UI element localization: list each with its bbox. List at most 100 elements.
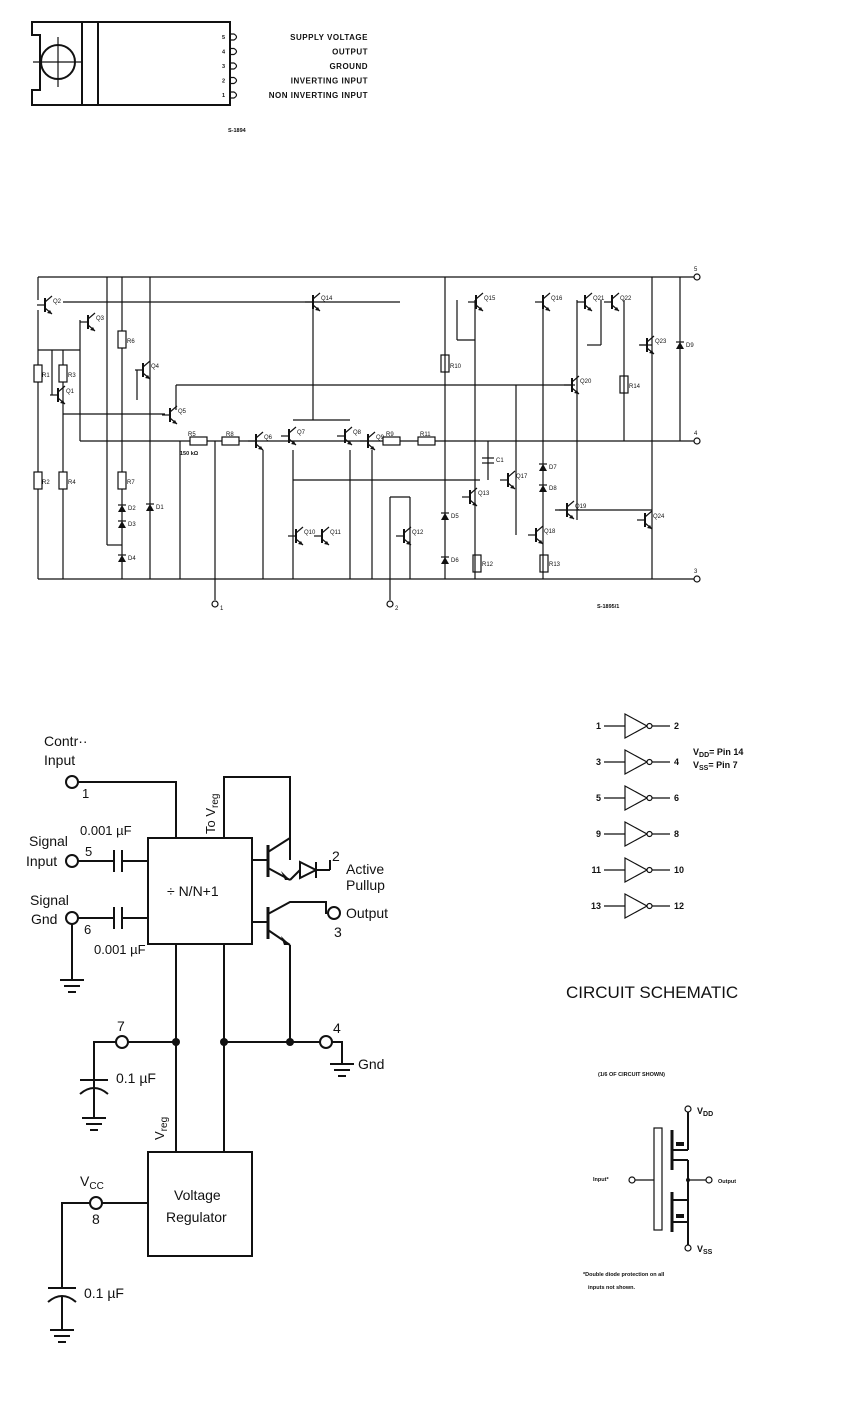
svg-text:D4: D4 — [128, 556, 136, 562]
vss-pin-note: VSS= Pin 7 — [693, 760, 738, 772]
label-r6: R6 — [127, 339, 135, 345]
svg-text:D3: D3 — [128, 522, 136, 528]
pin2-number: 2 — [332, 848, 340, 864]
lead-number: 5 — [222, 35, 225, 41]
transistor-q13: Q13 — [462, 487, 490, 507]
vreg-label: Vreg — [152, 1117, 170, 1140]
control-input-label: Contr·· — [44, 733, 88, 749]
cap8-value: 0.1 µF — [84, 1285, 124, 1301]
transistor-q8: Q8 — [337, 426, 362, 446]
circuit-schematic-title: CIRCUIT SCHEMATIC — [566, 983, 738, 1002]
diode-d1: D1 — [146, 503, 164, 511]
svg-text:5: 5 — [596, 793, 601, 803]
svg-text:Vreg: Vreg — [152, 1117, 170, 1140]
to-vreg-label: To Vreg — [203, 794, 221, 834]
pin3-number: 3 — [334, 924, 342, 940]
circuit-schematic-subtitle: (1/6 OF CIRCUIT SHOWN) — [598, 1072, 665, 1078]
svg-text:10: 10 — [674, 865, 684, 875]
signal-gnd-label-1: Signal — [30, 892, 69, 908]
diode-d5: D5 — [441, 512, 459, 520]
svg-text:Q9: Q9 — [376, 435, 385, 441]
pin2-terminal — [386, 600, 394, 608]
lead-number: 3 — [222, 64, 225, 70]
svg-text:Q11: Q11 — [330, 530, 342, 536]
svg-text:Q10: Q10 — [304, 530, 316, 536]
label-r5: R5 — [188, 432, 196, 438]
pin4-number: 4 — [333, 1020, 341, 1036]
signal-input-label-1: Signal — [29, 833, 68, 849]
divider-block — [147, 837, 253, 945]
svg-text:Q15: Q15 — [484, 296, 496, 302]
svg-text:11: 11 — [591, 865, 601, 875]
label-r13: R13 — [549, 562, 561, 568]
svg-text:D5: D5 — [451, 514, 459, 520]
lead-label: INVERTING INPUT — [291, 77, 368, 86]
svg-text:Q19: Q19 — [575, 504, 587, 510]
regulator-label-1: Voltage — [174, 1187, 221, 1203]
svg-text:Q6: Q6 — [264, 435, 273, 441]
svg-text:Q20: Q20 — [580, 379, 592, 385]
diode-d9: D9 — [676, 341, 694, 349]
cmos-output-label: Output — [718, 1179, 736, 1185]
protection-note-2: inputs not shown. — [588, 1285, 636, 1291]
svg-text:Q13: Q13 — [478, 491, 490, 497]
svg-text:Q5: Q5 — [178, 409, 187, 415]
transistor-q1: Q1 — [50, 385, 75, 405]
svg-text:Q14: Q14 — [321, 296, 333, 302]
svg-text:12: 12 — [674, 901, 684, 911]
vcc-label: VCC — [80, 1173, 104, 1192]
cap-top-value: 0.001 µF — [80, 823, 132, 838]
label-r9: R9 — [386, 432, 394, 438]
label-r10: R10 — [450, 364, 462, 370]
diode-d2: D2 — [118, 504, 136, 512]
svg-text:Q17: Q17 — [516, 474, 528, 480]
pin1-number: 1 — [82, 786, 89, 801]
transistor-q18: Q18 — [528, 525, 556, 545]
svg-text:Q22: Q22 — [620, 296, 632, 302]
lead-label: NON INVERTING INPUT — [269, 91, 368, 100]
svg-text:Q8: Q8 — [353, 430, 362, 436]
svg-text:8: 8 — [674, 829, 679, 839]
transistor-q10: Q10 — [288, 526, 316, 546]
pin5-label: 5 — [694, 267, 698, 273]
svg-text:Q12: Q12 — [412, 530, 424, 536]
svg-text:Q23: Q23 — [655, 339, 667, 345]
transistor-q11: Q11 — [314, 526, 342, 546]
svg-text:Q21: Q21 — [593, 296, 605, 302]
r5-value: 150 kΩ — [180, 451, 199, 457]
signal-input-label-2: Input — [26, 853, 57, 869]
cmos-input-label: Input* — [593, 1177, 609, 1183]
gnd-label: Gnd — [358, 1056, 384, 1072]
label-c1: C1 — [496, 458, 504, 464]
svg-text:Q2: Q2 — [53, 299, 62, 305]
transistor-q22: Q22 — [604, 292, 632, 312]
pin5-terminal — [693, 273, 701, 281]
svg-text:Q16: Q16 — [551, 296, 563, 302]
cmos-vdd-label: VDD — [697, 1106, 713, 1118]
divider-label: ÷ N/N+1 — [167, 883, 219, 899]
lead-label: SUPPLY VOLTAGE — [290, 33, 368, 42]
transistor-q15: Q15 — [468, 292, 496, 312]
transistor-q24: Q24 — [637, 510, 665, 530]
active-pullup-label-1: Active — [346, 861, 384, 877]
lead-number: 4 — [222, 50, 226, 56]
pin1-label: 1 — [220, 606, 224, 612]
label-r2: R2 — [42, 480, 50, 486]
pin3-terminal — [693, 575, 701, 583]
cmos-inverter-drawing — [628, 1105, 713, 1252]
voltage-regulator-block — [147, 1151, 253, 1257]
svg-text:Q3: Q3 — [96, 316, 105, 322]
svg-text:Q7: Q7 — [297, 430, 306, 436]
svg-text:2: 2 — [674, 721, 679, 731]
output-label: Output — [346, 905, 388, 921]
